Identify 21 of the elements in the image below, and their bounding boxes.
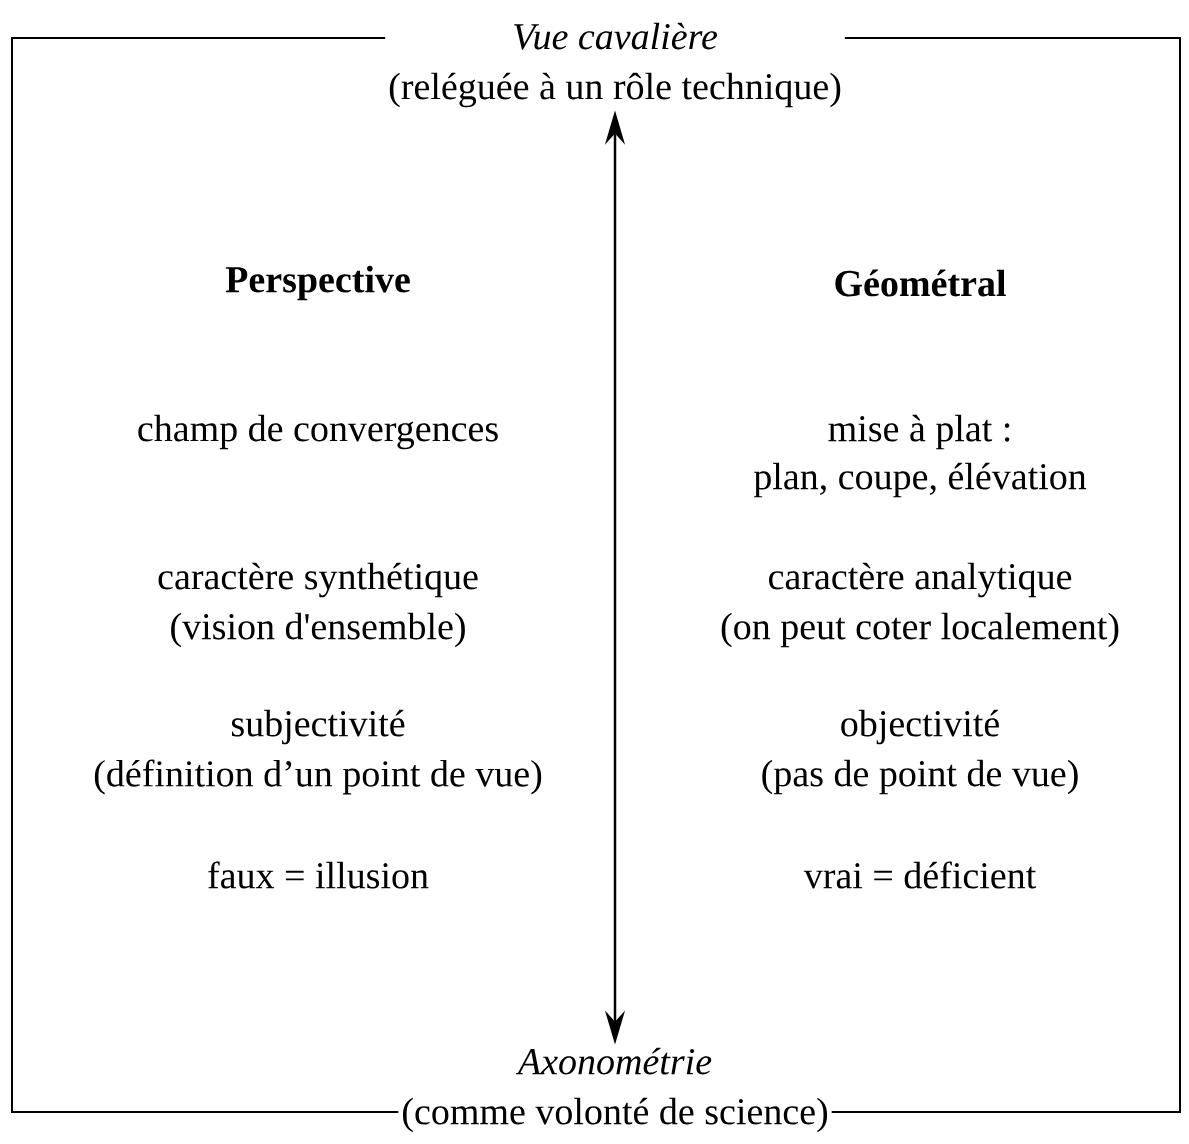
- text-block: Axonométrie (comme volonté de science): [398, 1044, 832, 1136]
- text-label: (pas de point de vue): [762, 759, 1078, 795]
- text-label: faux = illusion: [208, 861, 429, 889]
- text-label: (définition d’un point de vue): [94, 759, 542, 795]
- text-label: mise à plat :: [828, 414, 1010, 450]
- node-label: (reléguée à un rôle technique): [389, 72, 841, 108]
- text-block: Vue cavalière (reléguée à un rôle technique): [385, 19, 845, 111]
- column-heading: Géométral: [835, 269, 1006, 297]
- column-heading: Perspective: [225, 265, 410, 301]
- text-label: caractère synthétique: [158, 562, 478, 598]
- text-label: caractère analytique: [769, 562, 1072, 598]
- text-label: vrai = déficient: [803, 861, 1037, 889]
- text-label: champ de convergences: [138, 414, 498, 450]
- node-label: Axonométrie: [515, 1047, 712, 1075]
- node-label: (comme volonté de science): [403, 1097, 828, 1133]
- text-label: (on peut coter localement): [721, 612, 1119, 648]
- node-label: Vue cavalière: [514, 22, 718, 50]
- text-label: (vision d'ensemble): [171, 612, 465, 648]
- text-label: subjectivité: [231, 709, 405, 745]
- text-label: objectivité: [841, 709, 999, 745]
- text-label: plan, coupe, élévation: [753, 462, 1087, 498]
